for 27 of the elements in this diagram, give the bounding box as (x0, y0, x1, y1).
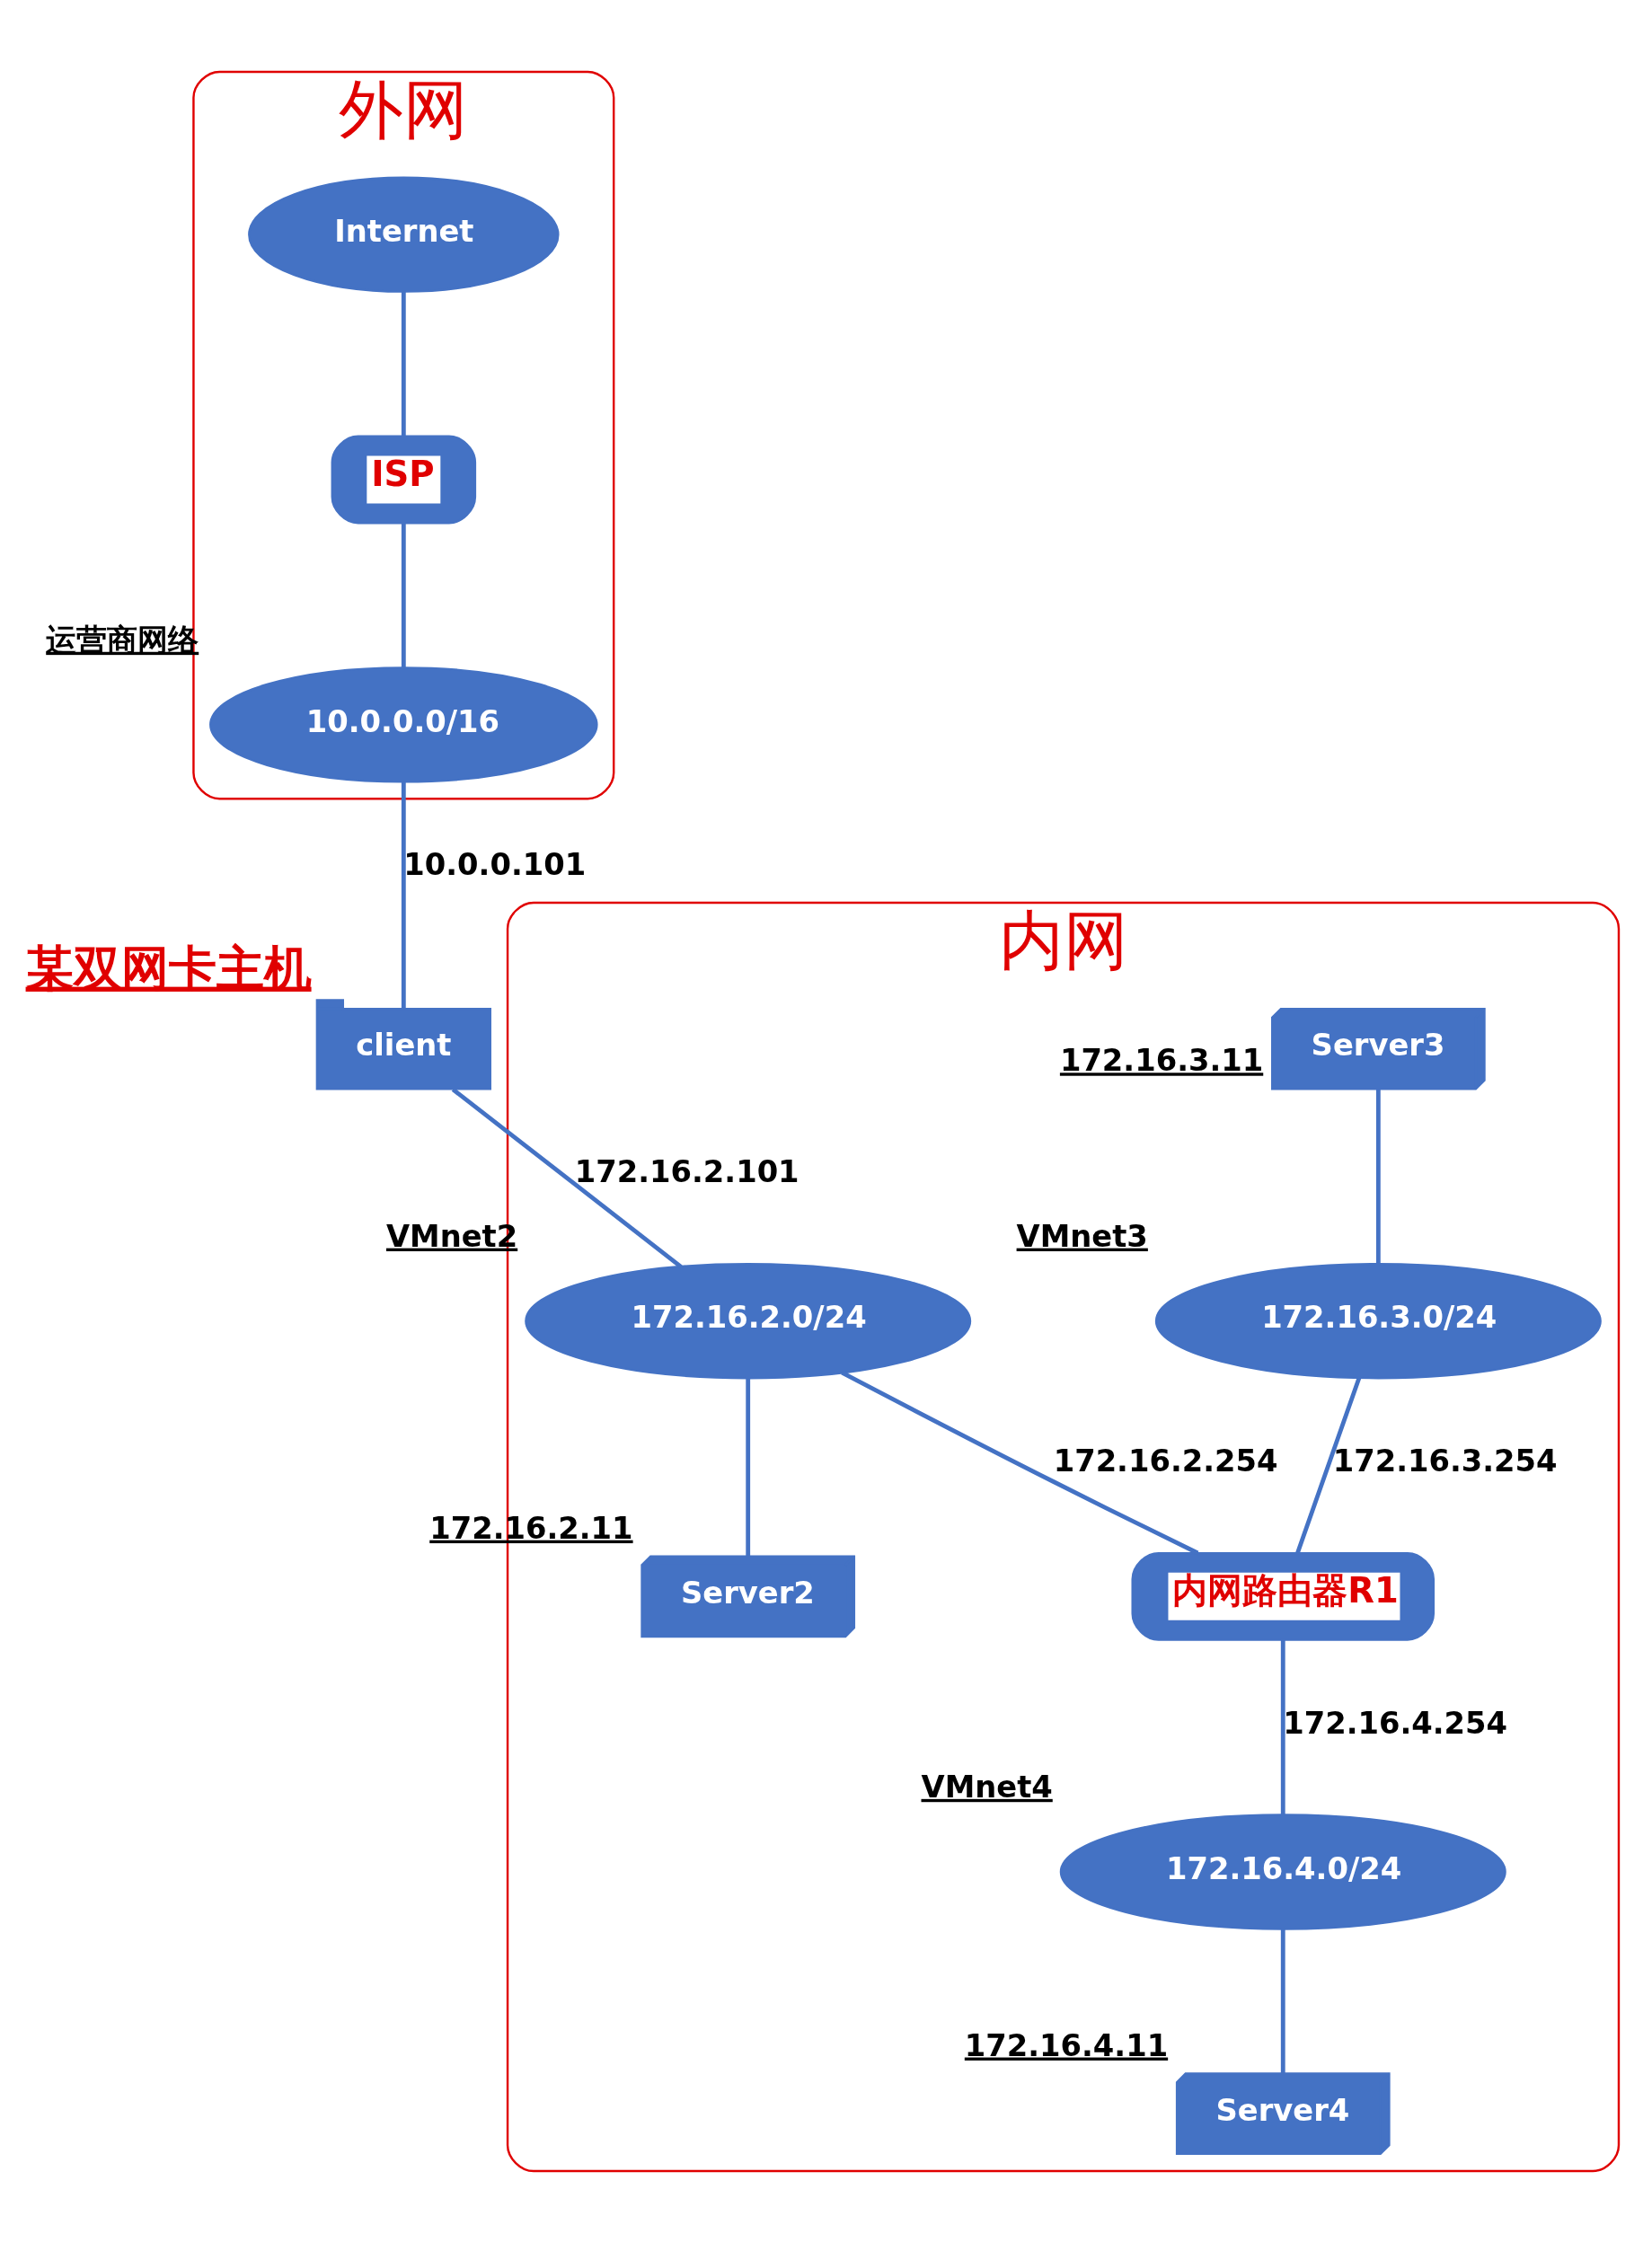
node-ellipse: 10.0.0.0/16 (209, 666, 598, 783)
connector (401, 781, 406, 1009)
node-ellipse: Internet (248, 175, 560, 293)
connector (1280, 1639, 1285, 1815)
connector (841, 1370, 1199, 1555)
node-box: ISP (331, 435, 477, 524)
node-label: VMnet4 (921, 1769, 1053, 1805)
edge-label: 172.16.4.254 (1283, 1705, 1508, 1741)
node-label: 172.16.4.11 (964, 2027, 1169, 2063)
connector (401, 523, 406, 667)
connector (746, 1377, 751, 1556)
node-ellipse: 172.16.2.0/24 (525, 1262, 972, 1379)
node-ellipse: 172.16.4.0/24 (1059, 1813, 1506, 1930)
node-ellipse: 172.16.3.0/24 (1154, 1262, 1602, 1379)
edge-label: 172.16.2.254 (1053, 1443, 1278, 1478)
edge-label: 172.16.2.101 (574, 1153, 799, 1189)
edge-label: 172.16.3.254 (1332, 1443, 1558, 1478)
connector (451, 1087, 683, 1268)
node-label: 某双网卡主机 (25, 940, 312, 996)
connector (1375, 1089, 1381, 1264)
node-label: 172.16.3.11 (1059, 1042, 1264, 1078)
node-label: VMnet3 (1016, 1218, 1148, 1254)
connector (401, 290, 406, 436)
node-box: 内网路由器R1 (1131, 1551, 1436, 1641)
edge-label: 10.0.0.101 (403, 846, 587, 882)
connector (1295, 1376, 1362, 1554)
connector (1280, 1929, 1285, 2073)
